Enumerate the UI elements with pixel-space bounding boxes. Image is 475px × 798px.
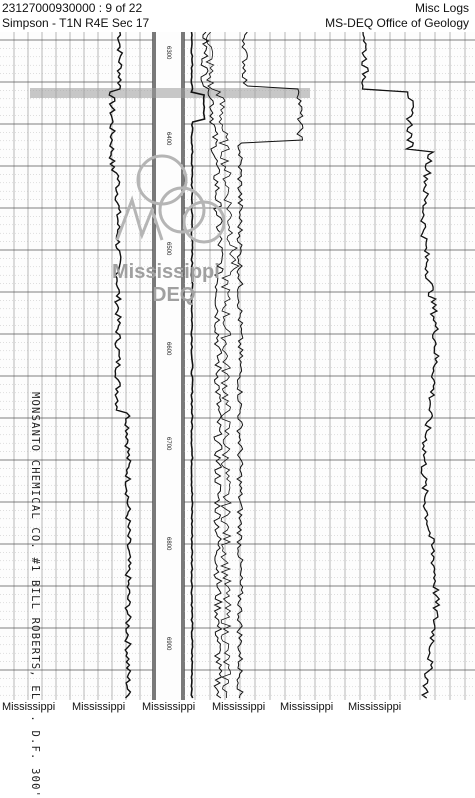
conductivity-curve bbox=[236, 32, 304, 699]
sp-curve bbox=[108, 32, 132, 699]
resistivity-curve bbox=[205, 32, 240, 699]
watermark-text-2: DEQ bbox=[152, 284, 196, 306]
depth-label: 6800 bbox=[165, 537, 171, 551]
category-label: Misc Logs bbox=[414, 1, 469, 15]
scan-smudge bbox=[30, 88, 310, 98]
footer-watermark-strip: Mississippi Mississippi Mississippi Miss… bbox=[0, 700, 475, 715]
page-header: 23127000930000 : 9 of 22 Simpson - T1N R… bbox=[0, 0, 475, 32]
depth-label: 6300 bbox=[165, 46, 171, 60]
well-annotation: MONSANTO CHEMICAL CO. #1 BILL ROBERTS, E… bbox=[29, 392, 41, 798]
footer-text: Mississippi bbox=[280, 701, 334, 713]
location-label: Simpson - T1N R4E Sec 17 bbox=[2, 16, 150, 30]
depth-label: 6500 bbox=[165, 242, 171, 256]
watermark-text-1: Mississippi bbox=[112, 261, 220, 283]
depth-label: 6900 bbox=[165, 637, 171, 651]
footer-text: Mississippi bbox=[212, 701, 266, 713]
watermark-logo-icon bbox=[115, 154, 226, 244]
resistivity-curve bbox=[200, 32, 224, 699]
footer-text: Mississippi bbox=[348, 701, 402, 713]
depth-label: 6700 bbox=[165, 437, 171, 451]
track-curve bbox=[190, 32, 206, 699]
far-right-curve bbox=[361, 32, 441, 699]
depth-label: 6600 bbox=[165, 342, 171, 356]
depth-label: 6400 bbox=[165, 132, 171, 146]
footer-text: Mississippi bbox=[2, 701, 56, 713]
watermark: Mississippi DEQ bbox=[112, 140, 242, 310]
footer-text: Mississippi bbox=[72, 701, 126, 713]
footer-text: Mississippi bbox=[142, 701, 196, 713]
office-label: MS-DEQ Office of Geology bbox=[325, 16, 469, 30]
document-id: 23127000930000 : 9 of 22 bbox=[2, 1, 143, 15]
well-log-image: 6300 6400 6500 6600 6700 6800 6900 bbox=[0, 32, 475, 700]
